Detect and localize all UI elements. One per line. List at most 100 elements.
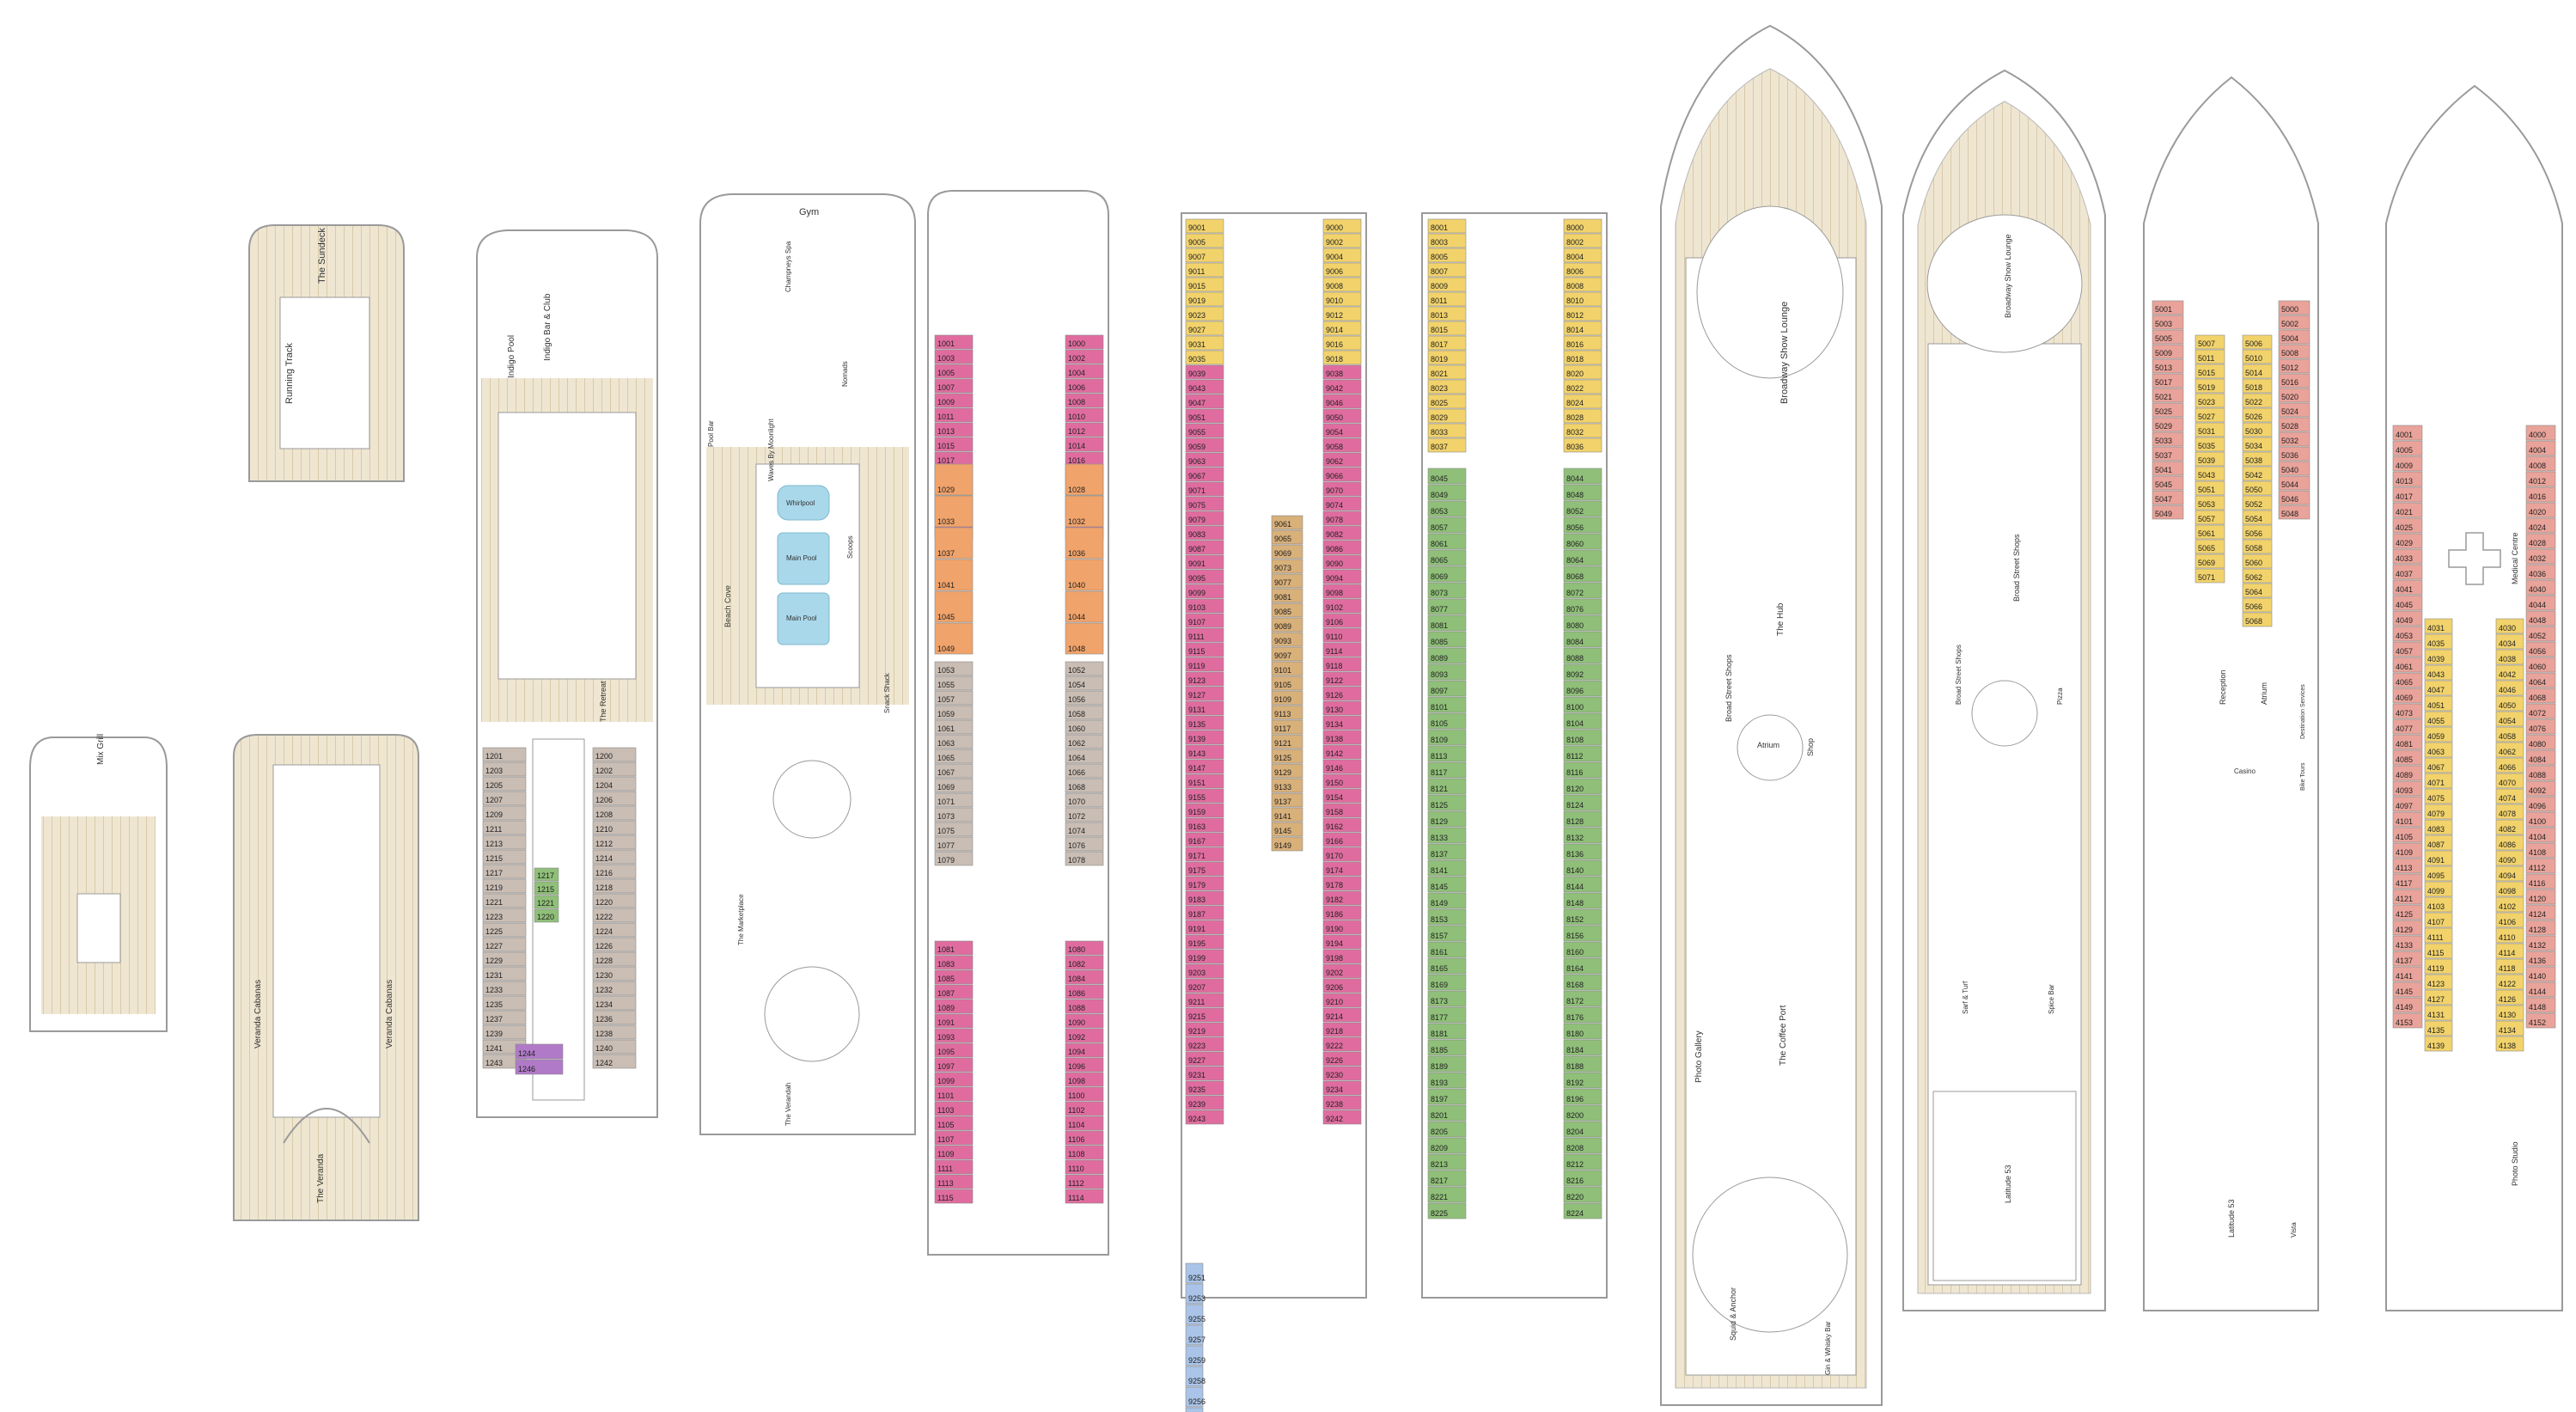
deck-k-salmon-right-label: 4040	[2529, 585, 2546, 594]
deck-e-grey-left-label: 1059	[937, 710, 955, 718]
deck-c-cabin-left-label: 1225	[485, 927, 503, 936]
deck-e-orange-right-cell	[1065, 590, 1104, 623]
deck-c-cabin-left-label: 1243	[485, 1059, 503, 1067]
deck-g-green-right-cell	[1563, 794, 1602, 811]
deck-g-green-left-cell	[1427, 1153, 1467, 1171]
deck-g-green-left-cell	[1427, 810, 1467, 828]
deck-e-orange-left-cell	[934, 527, 974, 559]
deck-k-salmon-right-label: 4008	[2529, 461, 2546, 470]
deck-e-pink-left-cell	[934, 334, 974, 350]
deck-f-pink-right-label: 9050	[1326, 413, 1343, 422]
deck-c-cabins-right: 1200120212041206120812101212121412161218…	[592, 747, 637, 1069]
deck-k-salmon-left-label: 4013	[2396, 477, 2413, 486]
deck-j-salmon-right-cell	[2278, 373, 2310, 388]
deck-g-green-left-label: 8133	[1431, 834, 1448, 842]
deck-k-inner-left-cell	[2424, 695, 2453, 712]
deck-g-gold-left-label: 8005	[1431, 253, 1448, 261]
deck-e-orange-left-cell	[934, 495, 974, 528]
deck-e-grey-left-cell	[934, 690, 974, 706]
deck-c-suite-cell	[515, 1059, 564, 1075]
deck-f-pink-right-cell	[1322, 394, 1362, 409]
deck-e-orange-right-label: 1032	[1068, 517, 1085, 526]
deck-f-gold-left-cell	[1185, 350, 1224, 365]
deck-b-veranda-arc	[283, 1108, 370, 1144]
deck-j-salmon-right-label: 5002	[2281, 320, 2298, 328]
deck-f-tan-inner-label: 9061	[1274, 520, 1291, 529]
deck-f-pink-right-cell	[1322, 540, 1362, 555]
deck-k-salmon-left-label: 4145	[2396, 987, 2413, 996]
deck-k-salmon-right-cell	[2525, 796, 2556, 812]
deck-e-pink2-right-label: 1096	[1068, 1062, 1085, 1071]
deck-g-green-left-label: 8045	[1431, 474, 1448, 483]
deck-g-gold-left-cell	[1427, 233, 1467, 248]
deck-g-green-right-label: 8120	[1566, 785, 1584, 793]
deck-f-pink-left-cell	[1185, 832, 1224, 847]
deck-c-cabin-left-label: 1221	[485, 898, 503, 907]
deck-k-salmon-right-label: 4052	[2529, 632, 2546, 640]
deck-f-pink-right-cell	[1322, 657, 1362, 672]
deck-e-pink2-right-label: 1080	[1068, 945, 1085, 954]
deck-b-label-0: Running Track	[284, 343, 295, 404]
deck-j-inner-right-label: 5058	[2245, 544, 2262, 553]
deck-e-pink-right-label: 1010	[1068, 413, 1085, 421]
deck-f-blue-aft-cell	[1185, 1324, 1204, 1346]
deck-f-pink-left-cell	[1185, 920, 1224, 935]
deck-g-green-left-label: 8053	[1431, 507, 1448, 516]
deck-f-pink-right-label: 9138	[1326, 735, 1343, 743]
deck-b-label-3: Veranda Cabanas	[385, 980, 394, 1048]
deck-c-cabin-left-label: 1209	[485, 810, 503, 819]
deck-j-inner-right-cell	[2242, 583, 2273, 598]
deck-k-salmon-right-label: 4084	[2529, 755, 2546, 764]
deck-k-salmon-right-label: 4100	[2529, 817, 2546, 826]
deck-k-inner-right-label: 4130	[2499, 1011, 2516, 1019]
deck-j-salmon-left-cell	[2152, 402, 2184, 418]
deck-g-gold-right-label: 8004	[1566, 253, 1584, 261]
deck-f-gold-left-cell	[1185, 233, 1224, 248]
deck-d-pool-main-1	[777, 532, 830, 585]
deck-k-salmon-right-cell	[2525, 718, 2556, 735]
deck-k-inner-right-cell	[2495, 618, 2524, 634]
deck-k-inner-right-cell	[2495, 927, 2524, 944]
deck-k-salmon-right-label: 4136	[2529, 957, 2546, 965]
deck-g-green-left-cell	[1427, 647, 1467, 664]
deck-g-gold-left-label: 8007	[1431, 267, 1448, 276]
deck-g-green-right-label: 8072	[1566, 589, 1584, 597]
deck-f-pink-left-label: 9187	[1188, 910, 1206, 919]
deck-c-cabin-left-cell	[482, 981, 527, 996]
deck-g-green-left-cell	[1427, 859, 1467, 877]
deck-f-pink-right-label: 9218	[1326, 1027, 1343, 1036]
deck-j-salmon-right-label: 5044	[2281, 480, 2298, 489]
deck-g-green-right-cell	[1563, 565, 1602, 583]
deck-f-pink-right-cell	[1322, 408, 1362, 424]
deck-e-pink2-right-label: 1112	[1068, 1179, 1084, 1188]
deck-k-salmon-left-cell	[2392, 486, 2423, 503]
deck-g-green-left-label: 8049	[1431, 491, 1448, 499]
deck-j-inner-left-cell	[2194, 495, 2225, 510]
deck-f-gold-right-cell	[1322, 218, 1362, 234]
deck-j-inner-left-label: 5071	[2198, 573, 2215, 582]
deck-f-pink-left-cell	[1185, 467, 1224, 482]
deck-h-label-3: Broad Street Shops	[1724, 654, 1733, 722]
deck-e-pink2-right-label: 1102	[1068, 1106, 1084, 1115]
deck-k-salmon-right-cell	[2525, 858, 2556, 874]
deck-f-pink-right-label: 9170	[1326, 852, 1343, 860]
deck-k-inner-right-label: 4094	[2499, 871, 2516, 880]
deck-g-gold-right-label: 8010	[1566, 296, 1584, 305]
deck-f-pink-left-cell	[1185, 481, 1224, 497]
deck-f-pink-left-cell	[1185, 627, 1224, 643]
deck-g-green-left-label: 8105	[1431, 719, 1448, 728]
deck-f-pink-left-label: 9171	[1188, 852, 1206, 860]
deck-g-gold-left-label: 8003	[1431, 238, 1448, 247]
deck-k-label-0: Medical Centre	[2511, 532, 2519, 584]
deck-f-pink-right-label: 9206	[1326, 983, 1343, 992]
deck-c-cabin-left-cell	[482, 761, 527, 777]
deck-k-salmon-left-cell	[2392, 935, 2423, 951]
deck-e-pink2-left-cell	[934, 1130, 974, 1146]
deck-k-salmon-left-cell	[2392, 425, 2423, 441]
deck-k-salmon-right-label: 4132	[2529, 941, 2546, 950]
deck-f-pink-right-label: 9134	[1326, 720, 1343, 729]
deck-k-inner-left-label: 4095	[2427, 871, 2445, 880]
deck-j-salmon-left-cell	[2152, 504, 2184, 520]
medical-cross-icon	[2448, 532, 2501, 585]
deck-f-pink-right-cell	[1322, 554, 1362, 570]
